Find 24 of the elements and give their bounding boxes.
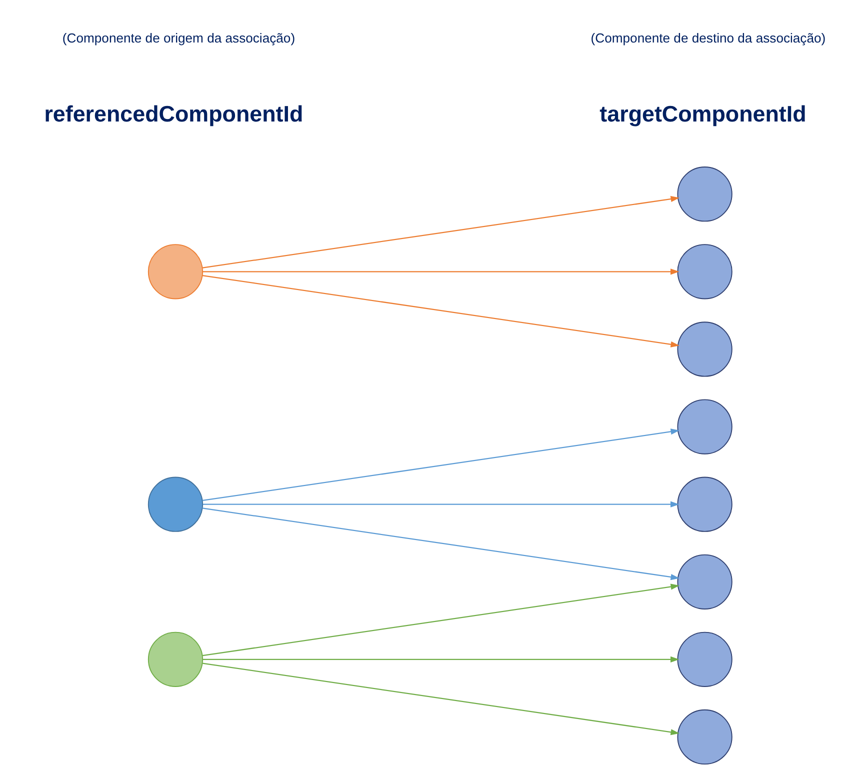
node-circle <box>677 632 732 687</box>
node-circle <box>148 632 204 687</box>
arrow <box>202 428 680 502</box>
arrow <box>202 268 680 275</box>
node-circle <box>677 476 732 532</box>
arrow <box>202 196 680 268</box>
label: (Componente de destino da associação) <box>590 30 826 46</box>
node-circle <box>677 709 732 765</box>
node-circle <box>677 166 732 222</box>
node-circle <box>677 244 732 300</box>
arrow <box>202 501 680 508</box>
node-circle <box>677 554 732 610</box>
label: referencedComponentId <box>44 101 304 126</box>
node-circle <box>677 399 732 454</box>
node-circle <box>148 476 204 532</box>
arrow <box>202 656 680 662</box>
node-circle <box>677 322 732 377</box>
arrow <box>202 274 680 348</box>
arrow <box>202 508 680 580</box>
arrow <box>202 662 680 736</box>
arrow <box>202 584 680 656</box>
label: targetComponentId <box>600 101 806 126</box>
node-circle <box>148 244 204 300</box>
label: (Componente de origem da associação) <box>62 30 296 46</box>
